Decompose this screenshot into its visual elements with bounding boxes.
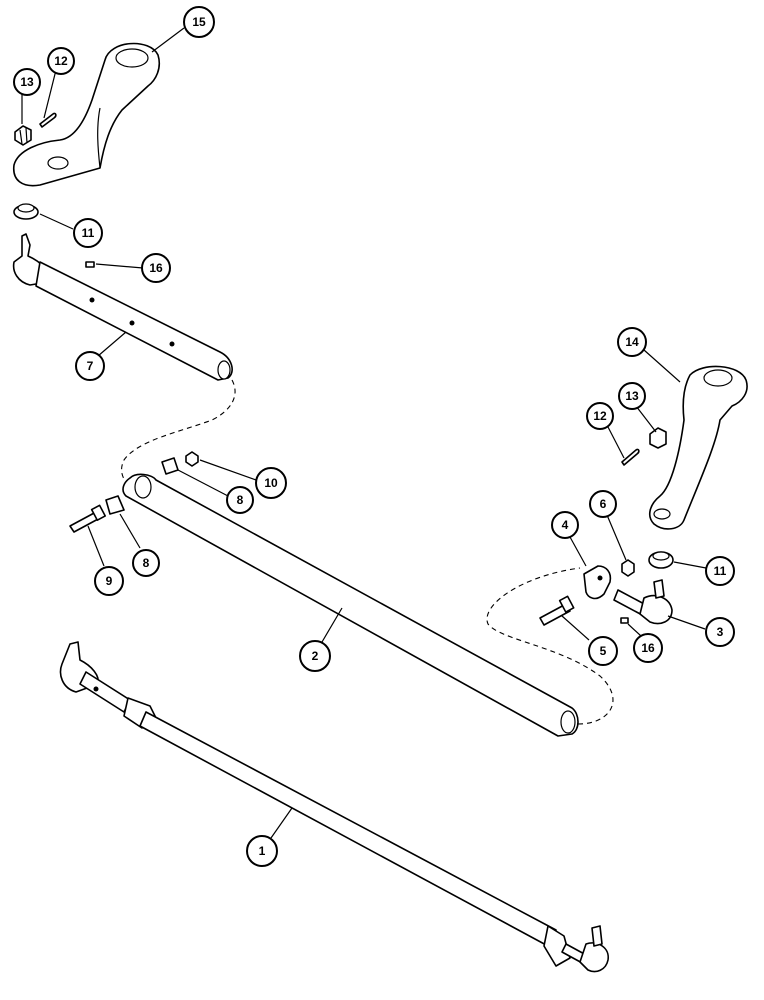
grease-fitting-right: [620, 617, 629, 624]
castle-nut-right: [649, 427, 667, 449]
callout-8: 8: [132, 549, 160, 577]
callout-11: 11: [73, 218, 103, 248]
svg-text:3: 3: [717, 625, 724, 639]
tie-rod-end-right: [613, 579, 673, 625]
svg-text:14: 14: [625, 335, 639, 349]
svg-text:13: 13: [625, 389, 639, 403]
seal-right: [648, 551, 674, 569]
callout-2: 2: [299, 640, 331, 672]
clamp-8-lower: [105, 495, 125, 515]
callout-16: 16: [141, 253, 171, 283]
seal-left: [13, 203, 39, 220]
dashed-link-2-3: [486, 567, 614, 725]
cotter-pin-left: [39, 112, 57, 128]
callout-9: 9: [94, 566, 124, 596]
svg-text:11: 11: [714, 564, 727, 578]
callout-7: 7: [75, 351, 105, 381]
callout-1: 1: [246, 835, 278, 867]
callout-10: 10: [255, 467, 287, 499]
svg-text:16: 16: [641, 641, 655, 655]
callout-8: 8: [226, 486, 254, 514]
dashed-link-7-2: [121, 379, 236, 489]
nut-10: [185, 451, 199, 467]
steering-arm-right: [648, 365, 748, 530]
svg-text:16: 16: [149, 261, 163, 275]
callout-11: 11: [705, 556, 735, 586]
callout-12: 12: [47, 47, 75, 75]
svg-text:12: 12: [593, 409, 607, 423]
svg-text:8: 8: [237, 493, 244, 507]
callout-5: 5: [588, 636, 618, 666]
svg-text:7: 7: [87, 359, 94, 373]
svg-text:2: 2: [312, 649, 319, 663]
svg-text:12: 12: [54, 54, 68, 68]
svg-text:6: 6: [600, 497, 607, 511]
svg-text:1: 1: [259, 844, 266, 858]
castle-nut-left: [14, 125, 32, 146]
callout-13: 13: [13, 68, 41, 96]
grease-fitting-left: [85, 261, 95, 268]
callout-3: 3: [705, 617, 735, 647]
tie-rod-end-left: [12, 233, 233, 381]
steering-arm-left: [13, 42, 161, 187]
callout-14: 14: [617, 327, 647, 357]
tie-rod-tube: [122, 473, 579, 737]
svg-text:4: 4: [562, 518, 569, 532]
svg-text:13: 13: [20, 75, 34, 89]
leader-lines: [21, 27, 707, 839]
bolt-9: [69, 504, 107, 533]
svg-text:5: 5: [600, 644, 607, 658]
callout-13: 13: [618, 382, 646, 410]
bolt-5: [539, 595, 575, 626]
clamp-4: [583, 565, 612, 600]
callout-4: 4: [551, 511, 579, 539]
callout-6: 6: [589, 490, 617, 518]
svg-text:9: 9: [106, 574, 113, 588]
svg-text:10: 10: [264, 476, 278, 490]
callout-15: 15: [183, 6, 215, 38]
svg-text:11: 11: [82, 226, 95, 240]
clamp-8-top: [161, 457, 179, 475]
tie-rod-assembly: [59, 641, 609, 973]
svg-text:8: 8: [143, 556, 150, 570]
callout-16: 16: [633, 633, 663, 663]
svg-text:15: 15: [192, 15, 206, 29]
callout-12: 12: [586, 402, 614, 430]
nut-6: [621, 559, 635, 577]
cotter-pin-right: [621, 448, 640, 466]
